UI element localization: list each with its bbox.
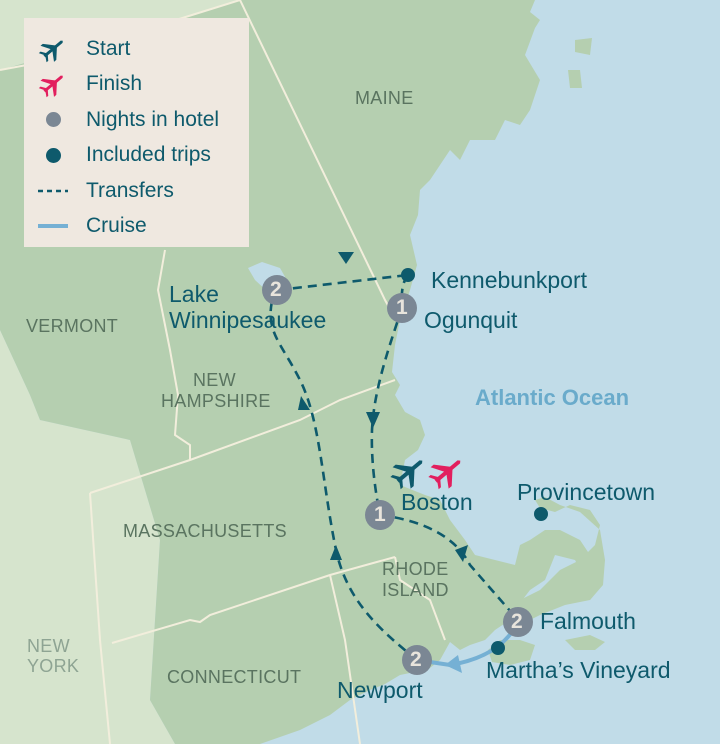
arrow-icon-down xyxy=(366,412,380,428)
state-label-rhode-island-2: ISLAND xyxy=(382,580,449,600)
plane-start-icon xyxy=(36,34,70,64)
plane-finish-icon xyxy=(36,69,70,99)
legend-label: Finish xyxy=(86,72,143,96)
state-label-new-york-2: YORK xyxy=(27,656,80,676)
place-label-ogunquit: Ogunquit xyxy=(424,307,518,333)
place-label-marthas-vineyard: Martha’s Vineyard xyxy=(486,657,671,683)
dashed-line-icon xyxy=(36,188,70,194)
border-ma-ny xyxy=(89,492,111,744)
border-ct-ri xyxy=(329,574,361,744)
hotel-nights-boston: 1 xyxy=(374,503,386,526)
hotel-marker-ogunquit xyxy=(387,293,417,323)
hotel-marker-lake xyxy=(262,275,292,305)
solid-line-icon xyxy=(36,223,70,229)
hotel-marker-falmouth xyxy=(503,607,533,637)
legend-label: Transfers xyxy=(86,178,174,202)
kennebunkport-dot xyxy=(401,268,415,282)
legend-label: Nights in hotel xyxy=(86,107,220,131)
hotel-nights-falmouth: 2 xyxy=(511,610,523,633)
place-label-falmouth: Falmouth xyxy=(540,608,636,634)
legend-label: Start xyxy=(86,36,131,60)
hotel-nights-newport: 2 xyxy=(410,648,422,671)
grey-dot-icon xyxy=(36,112,70,128)
place-label-provincetown: Provincetown xyxy=(517,479,656,505)
arrow-icon-southeast xyxy=(455,545,468,562)
state-label-rhode-island-1: RHODE xyxy=(382,559,449,579)
legend-item-included-trips: Included trips xyxy=(36,138,249,174)
teal-dot-icon xyxy=(36,147,70,163)
ocean-label: Atlantic Ocean xyxy=(475,385,630,410)
state-label-vermont: VERMONT xyxy=(26,316,119,336)
cruise-arrow-icon xyxy=(445,655,462,673)
place-label-newport: Newport xyxy=(337,677,423,703)
state-label-new-hampshire-2: HAMPSHIRE xyxy=(161,391,271,411)
plane-finish-icon xyxy=(428,460,461,490)
place-label-lake-1: Lake xyxy=(169,281,219,307)
hotel-nights-ogunquit: 1 xyxy=(396,296,408,319)
route-arrows xyxy=(298,252,468,562)
hotel-nights-lake: 2 xyxy=(270,278,282,301)
route-newport-lake xyxy=(269,289,418,662)
state-label-new-york-1: NEW xyxy=(27,636,70,656)
arrow-icon-up-nh xyxy=(298,396,310,410)
legend-item-finish: Finish xyxy=(36,67,249,103)
place-label-boston: Boston xyxy=(401,489,473,515)
cape-cod-land xyxy=(505,497,605,625)
arrow-icon-up-ma xyxy=(330,545,342,560)
legend-item-nights-in-hotel: Nights in hotel xyxy=(36,102,249,138)
new-york-land xyxy=(0,0,240,744)
hotel-marker-boston xyxy=(365,500,395,530)
border-vt-nh xyxy=(156,249,191,460)
border-ma-north xyxy=(89,379,396,494)
hotel-markers xyxy=(262,275,533,675)
border-ma-ct xyxy=(111,556,396,644)
arrow-icon-maine xyxy=(338,252,354,264)
marthas-vineyard-dot xyxy=(491,641,505,655)
legend-label: Included trips xyxy=(86,143,211,167)
state-label-maine: MAINE xyxy=(355,88,414,108)
hotel-marker-newport xyxy=(402,645,432,675)
route-boston-falmouth xyxy=(379,513,519,621)
maine-island-1 xyxy=(575,38,592,55)
legend-item-transfers: Transfers xyxy=(36,173,249,209)
route-ogunquit-boston xyxy=(370,307,404,516)
plane-start-icon xyxy=(390,460,423,490)
state-label-connecticut: CONNECTICUT xyxy=(167,667,302,687)
border-ri-ma xyxy=(394,556,446,641)
place-label-kennebunkport: Kennebunkport xyxy=(431,267,588,293)
map-legend: Start Finish Nights in hotel Included tr… xyxy=(24,18,249,247)
legend-label: Cruise xyxy=(86,214,147,238)
nantucket-land xyxy=(565,635,605,650)
state-label-massachusetts: MASSACHUSETTS xyxy=(123,521,287,541)
maine-island-2 xyxy=(568,70,582,88)
legend-item-cruise: Cruise xyxy=(36,209,249,245)
route-lake-kennebunkport xyxy=(277,273,409,292)
place-label-lake-2: Winnipesaukee xyxy=(169,307,327,333)
provincetown-dot xyxy=(534,507,548,521)
state-label-new-hampshire-1: NEW xyxy=(193,370,236,390)
legend-item-start: Start xyxy=(36,31,249,67)
